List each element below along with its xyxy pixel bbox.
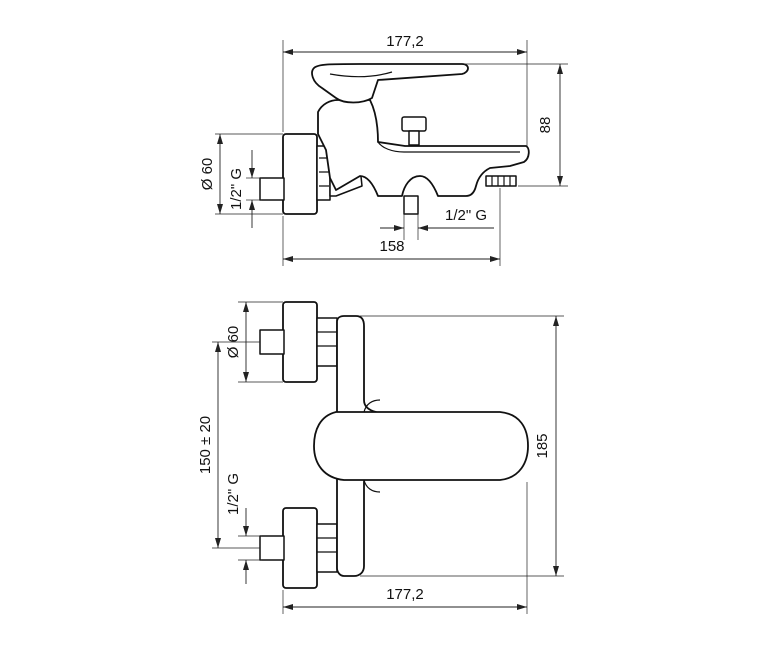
side-offset-label: 158 [379,238,404,255]
side-shower-outlet [403,195,419,215]
side-offset-arrow-right [490,256,500,262]
side-height-arrow-top [557,64,563,74]
side-length-arrow-left [283,49,293,55]
top-flange-arrow-bottom [243,372,249,382]
side-diverter-stem [408,130,420,146]
side-inlet-arrow-bottom [249,200,255,210]
side-flange-arrow-top [217,134,223,144]
top-wall-flange-upper [282,301,318,383]
side-aerator-lines [491,176,511,186]
side-aerator [485,175,517,187]
top-eccentric-lower-ribs [317,537,337,553]
side-outlet-label: 1/2" G [445,207,487,224]
top-view: Ø 60 150 ± 20 1/2" G 185 177,2 [197,301,564,614]
top-depth-arrow-top [553,316,559,326]
top-spout-oval [313,411,529,481]
side-length-label: 177,2 [386,33,424,50]
top-spacing-arrow-top [215,342,221,352]
top-spacing-label: 150 ± 20 [197,416,214,474]
top-length-arrow-right [517,604,527,610]
side-view: 177,2 88 Ø 60 1/2" G 1/2" G [199,33,568,266]
top-spacing-arrow-bottom [215,538,221,548]
top-inlet-label: 1/2" G [225,473,242,515]
side-inlet-label: 1/2" G [228,168,245,210]
side-flange-arrow-bottom [217,204,223,214]
top-wall-flange-lower [282,507,318,589]
top-spout-neck [363,399,381,493]
side-wall-flange [282,133,318,215]
side-offset-arrow-left [283,256,293,262]
top-inlet-arrow-top [243,526,249,536]
side-inlet-stub [259,177,285,201]
side-outlet-arrow-right [418,225,428,231]
side-handle-edge [329,71,393,78]
side-height-label: 88 [537,117,554,134]
side-inlet-arrow-top [249,168,255,178]
top-depth-arrow-bottom [553,566,559,576]
top-eccentric-upper [316,317,338,367]
top-length-arrow-left [283,604,293,610]
top-length-label: 177,2 [386,586,424,603]
side-body [317,99,530,197]
top-inlet-stub-upper [259,329,285,355]
side-spout-edge [377,141,520,153]
top-depth-label: 185 [534,433,551,458]
side-height-arrow-bottom [557,176,563,186]
top-eccentric-upper-ribs [317,331,337,347]
side-length-arrow-right [517,49,527,55]
top-flange-arrow-top [243,302,249,312]
top-inlet-stub-lower [259,535,285,561]
side-flange-label: Ø 60 [199,158,216,191]
side-diverter-knob [401,116,427,132]
side-outlet-arrow-left [394,225,404,231]
side-lever-handle [311,63,469,104]
top-eccentric-lower [316,523,338,573]
top-inlet-arrow-bottom [243,560,249,570]
